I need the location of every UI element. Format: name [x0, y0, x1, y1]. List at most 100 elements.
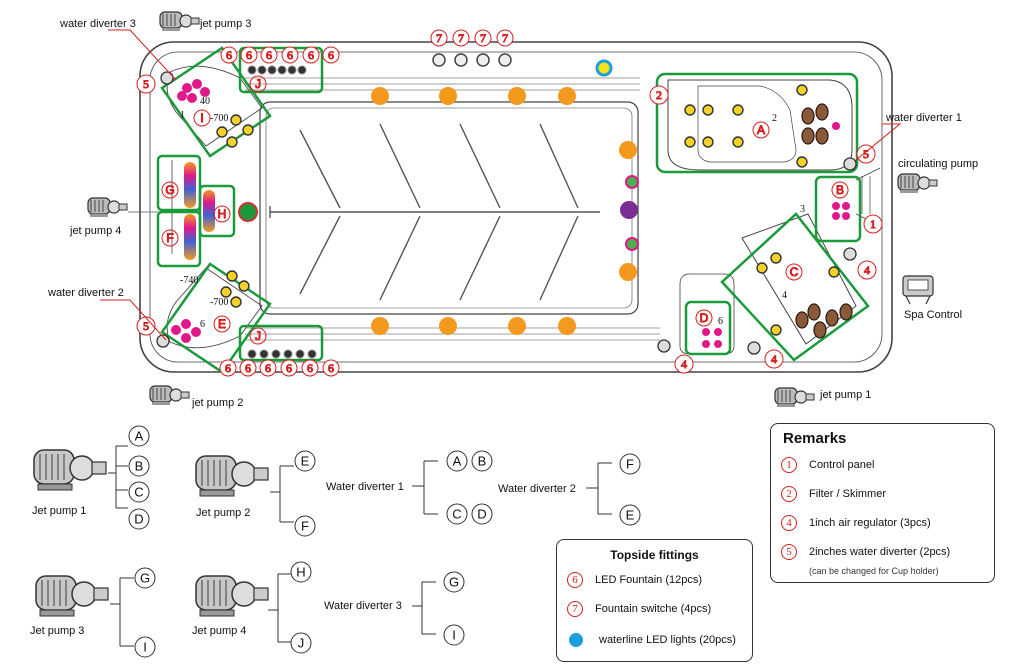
marker-6: 6 [245, 361, 251, 375]
marker-7: 7 [480, 31, 486, 45]
remarks-title: Remarks [783, 430, 847, 447]
marker-6: 6 [225, 361, 231, 375]
marker-5: 5 [143, 319, 149, 333]
marker-5: 5 [863, 147, 869, 161]
marker-2: 2 [656, 88, 662, 102]
underwater-lights [371, 87, 637, 335]
spa-control-label: Spa Control [904, 309, 962, 321]
topside-number: 6 [567, 572, 583, 588]
marker-6: 6 [266, 48, 272, 62]
water-diverter-3-label: water diverter 3 [59, 18, 136, 30]
seat-number-4: 4 [782, 290, 787, 301]
marker-7: 7 [502, 31, 508, 45]
zone-a: A [757, 123, 765, 137]
tree-f: F [626, 457, 634, 472]
zone-j-top: J [255, 77, 261, 91]
rainbow-jets [184, 162, 215, 260]
zone-f: F [166, 231, 173, 245]
jet-pump-3-icon [159, 11, 200, 32]
zone-c: C [790, 265, 799, 279]
jp2-tree-label: Jet pump 2 [196, 507, 250, 519]
legend-water-diverter-1 [412, 460, 438, 515]
zone-h: H [218, 207, 227, 221]
wd2-tree-label: Water diverter 2 [498, 483, 576, 495]
remark-text: 2inches water diverter (2pcs) [809, 546, 951, 558]
marker-1: 1 [870, 217, 876, 231]
seat-number-3: 3 [800, 204, 805, 215]
tree-g: G [140, 571, 150, 586]
floor-chevron-pattern [269, 123, 600, 301]
legend-jet-pump-3 [35, 575, 134, 647]
jets-magenta [171, 79, 850, 348]
fountain-row-bottom [247, 349, 317, 359]
topside-text: Fountain switche (4pcs) [595, 603, 712, 615]
numbered-markers: 6 6 6 6 6 6 6 6 6 6 6 6 7 7 7 7 5 5 5 2 … [136, 29, 883, 377]
marker-6: 6 [307, 361, 313, 375]
remark-item: 4 1inch air regulator (3pcs) [781, 515, 931, 531]
water-diverter-2-label: water diverter 2 [47, 287, 124, 299]
topside-item: 7 Fountain switche (4pcs) [567, 601, 711, 617]
tree-a: A [453, 454, 462, 469]
jet-pump-2-icon [149, 385, 190, 406]
marker-4: 4 [681, 357, 687, 371]
jet-pump-2-label: jet pump 2 [191, 397, 243, 409]
legend-jet-pump-2 [195, 455, 294, 523]
tree-a: A [135, 429, 144, 444]
marker-6: 6 [287, 48, 293, 62]
marker-5: 5 [143, 77, 149, 91]
jp1-tree-label: Jet pump 1 [32, 505, 86, 517]
tree-c: C [134, 485, 143, 500]
marker-7: 7 [436, 31, 442, 45]
tree-e: E [626, 508, 635, 523]
legend-water-diverter-2 [586, 462, 612, 515]
marker-7: 7 [458, 31, 464, 45]
value-700-bottom: -700 [210, 297, 228, 308]
remark-number: 1 [781, 457, 797, 473]
jp3-tree-label: Jet pump 3 [30, 625, 84, 637]
tree-i: I [452, 628, 456, 643]
tree-b: B [135, 459, 144, 474]
jet-pump-1-label: jet pump 1 [819, 389, 871, 401]
zone-g: G [165, 183, 174, 197]
tree-g: G [449, 575, 459, 590]
marker-6: 6 [226, 48, 232, 62]
zone-j-bottom: J [255, 329, 261, 343]
zone-letters: A B C D E F G H I J J [161, 75, 849, 345]
remark-text: 1inch air regulator (3pcs) [809, 517, 931, 529]
remark-number: 4 [781, 515, 797, 531]
leader-line [100, 299, 167, 341]
tree-i: I [143, 640, 147, 655]
jp4-tree-label: Jet pump 4 [192, 625, 246, 637]
remarks-box: Remarks 1 Control panel 2 Filter / Skimm… [770, 423, 995, 583]
jet-pump-1-icon [774, 387, 815, 408]
zone-d: D [700, 311, 709, 325]
zone-outlines [156, 46, 870, 374]
topside-text: LED Fountain (12pcs) [595, 574, 702, 586]
zone-b: B [836, 183, 844, 197]
seat-number-40: 40 [200, 96, 210, 107]
remark-number: 5 [781, 544, 797, 560]
topside-title: Topside fittings [610, 548, 699, 562]
marker-4: 4 [864, 263, 870, 277]
circulating-pump-label: circulating pump [898, 158, 978, 170]
remark-text: Control panel [809, 459, 875, 471]
seat-number-1: 1 [180, 110, 185, 121]
tree-c: C [452, 507, 461, 522]
jet-pump-4-label: jet pump 4 [69, 225, 121, 237]
tree-d: D [477, 507, 486, 522]
fittings-grey [156, 71, 857, 355]
seat-number-2: 2 [772, 113, 777, 124]
remark-item: 5 2inches water diverter (2pcs) [781, 544, 950, 560]
spa-control-icon [902, 275, 934, 305]
topside-item: waterline LED lights (20pcs) [567, 633, 736, 647]
leader-line [855, 123, 902, 161]
water-diverter-1-label: water diverter 1 [885, 112, 962, 124]
marker-6: 6 [286, 361, 292, 375]
jet-pump-3-label: jet pump 3 [199, 18, 251, 30]
topside-item: 6 LED Fountain (12pcs) [567, 572, 702, 588]
remark-item: 2 Filter / Skimmer [781, 486, 886, 502]
topside-fittings-box: Topside fittings 6 LED Fountain (12pcs) … [556, 539, 753, 662]
tree-j: J [298, 636, 305, 651]
seat-number-6-left: 6 [200, 319, 205, 330]
jet-pump-4-icon [87, 197, 128, 218]
